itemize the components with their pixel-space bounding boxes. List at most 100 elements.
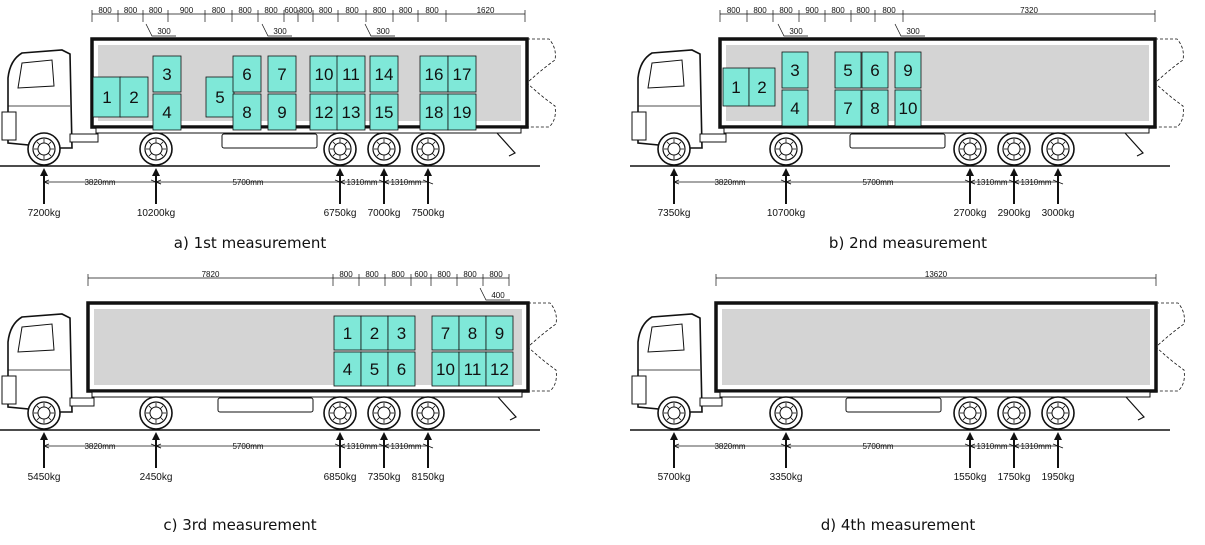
wheelbase-label: 1310mm [976,442,1007,451]
axle-load-arrow-head [1054,168,1062,176]
sub-dim-label: 300 [376,27,390,36]
tractor-chassis [699,133,727,143]
sub-dim-label: 300 [906,27,920,36]
pallet-number: 5 [215,88,224,107]
pallet-number: 17 [453,65,472,84]
pallet [781,51,809,89]
pallet-number: 12 [490,360,509,379]
trailer-chassis [95,127,522,134]
wheel-2-spoke [148,152,153,157]
rear-bumper [1125,396,1145,421]
wheel-2-spoke [789,141,794,146]
wheel-5-spoke [431,141,436,146]
pallet-number: 2 [757,78,766,97]
pallet-number: 8 [242,103,251,122]
top-dim-label: 800 [264,6,278,15]
grille [631,375,647,405]
top-dim-label: 800 [339,270,353,279]
top-dim-label: 800 [399,6,413,15]
axle-load-arrow-head [380,432,388,440]
axle-load-arrow-head [782,168,790,176]
pallet-number: 6 [242,65,251,84]
wheel-3-spoke [332,141,337,146]
wheel-3-spoke [332,152,337,157]
pallet-number: 12 [315,103,334,122]
wheelbase-label: 1310mm [1020,178,1051,187]
wheel-4-spoke [387,405,392,410]
wheel-1-spoke [677,152,682,157]
pallet-number: 5 [370,360,379,379]
sub-dim-label: 300 [157,27,171,36]
pallet-number: 15 [375,103,394,122]
wheelbase-label: 3820mm [714,442,745,451]
pallet-number: 16 [425,65,444,84]
sub-dim-label: 300 [789,27,803,36]
pallet-number: 4 [790,99,799,118]
wheel-4-spoke [376,405,381,410]
pallet [861,89,889,127]
axle-load-arrow-head [1010,168,1018,176]
axle-load-label: 7350kg [368,472,401,483]
pallet [387,315,416,351]
axle-load-label: 6750kg [324,208,357,219]
pallet-number: 10 [899,99,918,118]
pallet [748,67,776,107]
wheel-4-spoke [1006,405,1011,410]
pallet-number: 7 [277,65,286,84]
trailer-chassis [723,127,1150,134]
pallet [387,351,416,387]
pallet-number: 1 [343,324,352,343]
pallet [834,89,862,127]
pallet-number: 9 [903,61,912,80]
wheel-4-spoke [1017,152,1022,157]
wheelbase-label: 1310mm [390,178,421,187]
rear-bumper [497,396,517,421]
pallet-number: 10 [436,360,455,379]
axle-load-arrow-head [1054,432,1062,440]
wheel-5-spoke [420,416,425,421]
top-dim-label: 800 [779,6,793,15]
top-dim-label: 900 [805,6,819,15]
wheel-3-spoke [962,416,967,421]
axle-load-label: 2450kg [140,472,173,483]
wheel-5-spoke [420,141,425,146]
pallet-number: 3 [162,65,171,84]
wheel-5-spoke [420,405,425,410]
pallet-number: 11 [464,360,482,379]
pallet-number: 2 [370,324,379,343]
wheel-4-spoke [1006,141,1011,146]
sub-dim-leader [479,287,510,301]
axle-load-arrow-head [336,168,344,176]
wheel-5-spoke [420,152,425,157]
top-dim-label: 800 [882,6,896,15]
axle-load-label: 5700kg [658,472,691,483]
wheel-3-spoke [973,152,978,157]
wheel-1-spoke [47,141,52,146]
pallet [152,55,182,93]
wheel-2-spoke [148,405,153,410]
axle-load-label: 10200kg [137,208,175,219]
pallet [92,76,122,118]
pallet [205,76,235,118]
tractor-chassis [69,133,99,143]
wheelbase-label: 3820mm [84,442,115,451]
pallet-number: 6 [870,61,879,80]
trailer-chassis [719,391,1151,398]
top-dim-label: 1620 [477,6,495,15]
pallet [447,93,477,131]
pallet [232,93,262,131]
pallet-number: 3 [790,61,799,80]
top-dim-label: 800 [212,6,226,15]
wheel-3-spoke [343,405,348,410]
pallet-number: 10 [315,65,334,84]
pallet [894,51,922,89]
pallet-number: 1 [731,78,740,97]
axle-load-label: 5450kg [28,472,61,483]
sub-dim-leader [145,23,176,37]
axle-load-label: 3350kg [770,472,803,483]
top-dim-label: 800 [831,6,845,15]
wheelbase-label: 1310mm [346,442,377,451]
wheel-5-spoke [431,152,436,157]
wheel-3-spoke [962,152,967,157]
wheelbase-label: 5700mm [862,178,893,187]
